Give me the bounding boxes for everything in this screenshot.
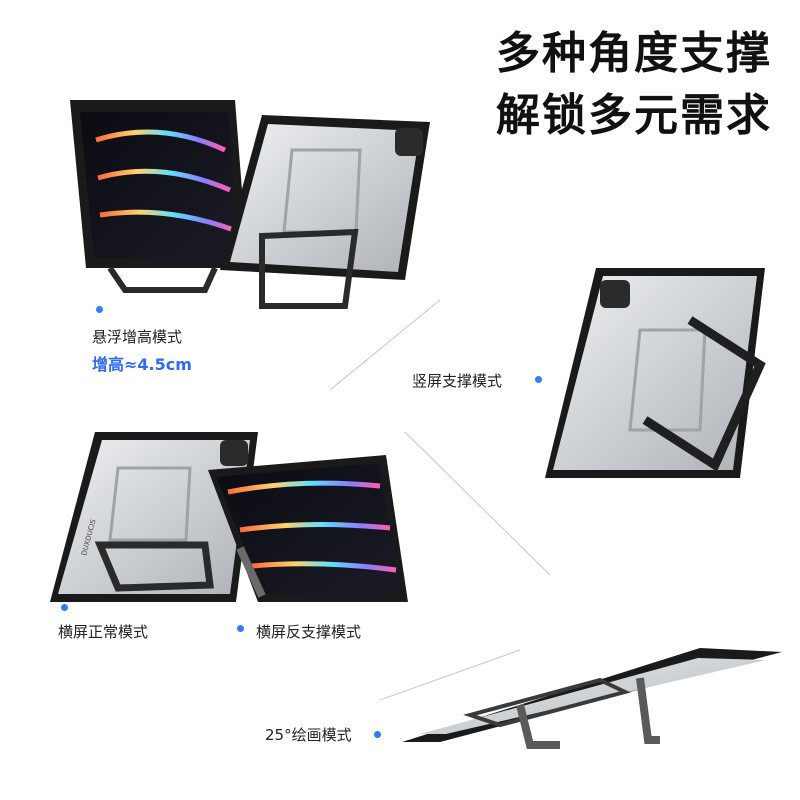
headline-line2: 解锁多元需求 [496, 90, 772, 141]
tablet-landscape-reverse [208, 455, 408, 602]
label-height-increase: 增高≈4.5cm [92, 355, 192, 374]
label-floating-mode: 悬浮增高模式 [92, 328, 183, 346]
label-portrait-mode: 竖屏支撑模式 [412, 372, 503, 390]
bullet-dot [374, 731, 381, 738]
divider-lines [329, 299, 551, 701]
label-landscape-normal-mode: 横屏正常模式 [58, 623, 149, 641]
headline-line1: 多种角度支撑 [496, 28, 772, 79]
bullet-dot [61, 604, 68, 611]
label-landscape-reverse-mode: 横屏反支撑模式 [256, 623, 362, 641]
bullet-dot [96, 306, 103, 313]
tablet-floating-back [220, 115, 430, 309]
tablet-floating-front [70, 100, 248, 293]
tablet-drawing-mode [402, 648, 782, 749]
bullet-dot [237, 625, 244, 632]
tablet-landscape-normal: DUXDUCIS [50, 432, 258, 602]
bullet-dot [535, 376, 542, 383]
tablet-portrait [545, 268, 766, 478]
label-drawing-mode: 25°绘画模式 [265, 726, 352, 744]
